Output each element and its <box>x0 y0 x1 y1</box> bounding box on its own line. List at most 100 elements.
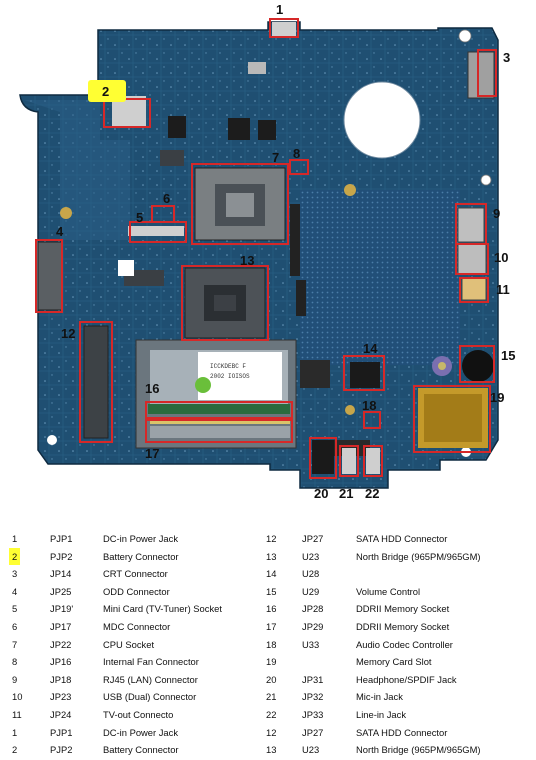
legend-number: 16 <box>266 603 277 615</box>
motherboard-diagram: ICCKDEBC F 2002 IOISOS <box>19 2 515 501</box>
callout-label-8: 8 <box>293 146 300 161</box>
legend-ref: JP31 <box>302 673 324 685</box>
legend-number: 17 <box>266 620 277 632</box>
legend-ref: JP27 <box>302 533 324 544</box>
legend-description: SATA HDD Connector <box>356 533 448 544</box>
legend-ref: U28 <box>302 568 320 580</box>
callout-box-16 <box>145 401 293 419</box>
callout-box-12 <box>79 321 113 443</box>
legend-ref: U29 <box>302 585 320 597</box>
callout-box-7 <box>191 163 289 245</box>
callout-box-8 <box>289 159 309 175</box>
legend-ref: JP18 <box>50 673 72 685</box>
legend-number: 8 <box>12 656 18 668</box>
callout-highlight-2 <box>88 80 126 102</box>
legend-description: Volume Control <box>356 585 421 597</box>
legend-number: 12 <box>266 726 277 738</box>
legend-description: North Bridge (965PM/965GM) <box>356 550 481 562</box>
legend-number: 19 <box>266 656 277 668</box>
legend-description: Line-in Jack <box>356 708 407 720</box>
legend-number: 18 <box>266 638 277 650</box>
legend-ref: JP16 <box>50 656 72 668</box>
callout-box-18 <box>363 411 381 429</box>
legend-number: 3 <box>12 568 18 580</box>
legend-description: Internal Fan Connector <box>103 656 199 668</box>
callout-box-6 <box>151 205 175 223</box>
legend-description: SATA HDD Connector <box>356 726 448 738</box>
legend-ref: JP19' <box>50 603 74 615</box>
legend-number: 1 <box>12 533 18 544</box>
legend-row: 3 JP14 CRT Connector 14 U28 <box>0 565 536 583</box>
legend-description: DC-in Power Jack <box>103 533 179 544</box>
legend-ref: U23 <box>302 744 320 756</box>
legend-description: CRT Connector <box>103 568 168 580</box>
legend-ref: JP14 <box>50 568 72 580</box>
legend-ref: U23 <box>302 550 320 562</box>
legend-description: Mic-in Jack <box>356 691 403 703</box>
legend-number: 7 <box>12 638 18 650</box>
legend-number: 13 <box>266 744 277 756</box>
legend-ref: JP33 <box>302 708 324 720</box>
legend-description: MDC Connector <box>103 620 171 632</box>
legend-ref: JP25 <box>50 585 72 597</box>
callout-box-2 <box>103 98 151 128</box>
legend-ref: JP28 <box>302 603 324 615</box>
callout-box-3 <box>477 49 497 97</box>
callout-label-1: 1 <box>276 2 283 17</box>
legend-description: DC-in Power Jack <box>103 726 179 738</box>
svg-text:ICCKDEBC F: ICCKDEBC F <box>210 363 246 370</box>
callout-box-21 <box>339 445 359 477</box>
legend-number: 2 <box>12 744 18 756</box>
legend-description: North Bridge (965PM/965GM) <box>356 744 481 756</box>
legend-number: 5 <box>12 603 18 615</box>
legend-ref: JP27 <box>302 726 324 738</box>
legend-number: 1 <box>12 726 18 738</box>
legend-description: Audio Codec Controller <box>356 638 453 650</box>
callout-label-10: 10 <box>494 250 508 265</box>
callout-label-14: 14 <box>363 341 378 356</box>
callout-label-19: 19 <box>490 390 504 405</box>
callout-label-22: 22 <box>365 486 379 501</box>
legend-description: Memory Card Slot <box>356 656 432 668</box>
legend-ref: PJP2 <box>50 550 73 562</box>
callout-label-20: 20 <box>314 486 328 501</box>
legend-ref: PJP2 <box>50 744 73 756</box>
legend-ref: JP29 <box>302 620 324 632</box>
fan-mount-hole <box>343 81 421 159</box>
svg-text:2002 IOISOS: 2002 IOISOS <box>210 373 250 380</box>
callout-box-13 <box>181 265 269 341</box>
legend-description: CPU Socket <box>103 638 155 650</box>
callout-label-18: 18 <box>362 398 376 413</box>
legend-description: RJ45 (LAN) Connector <box>103 673 198 685</box>
callout-label-21: 21 <box>339 486 353 501</box>
legend-number: 13 <box>266 550 277 562</box>
legend-number: 2 <box>9 547 21 566</box>
callout-box-20 <box>309 437 337 479</box>
legend-ref: JP22 <box>50 638 72 650</box>
legend-description: TV-out Connecto <box>103 708 174 720</box>
legend-row: 8 JP16 Internal Fan Connector 19 Memory Card… <box>0 653 536 671</box>
legend-ref: JP24 <box>50 708 72 720</box>
callout-label-16: 16 <box>145 381 159 396</box>
callout-label-13: 13 <box>240 253 254 268</box>
callout-label-4: 4 <box>56 224 64 239</box>
legend-number: 14 <box>266 568 277 580</box>
legend-description: ODD Connector <box>103 585 170 597</box>
callout-label-15: 15 <box>501 348 515 363</box>
callout-box-4 <box>35 239 63 313</box>
callout-label-12: 12 <box>61 326 75 341</box>
legend-description: Mini Card (TV-Tuner) Socket <box>103 603 222 615</box>
legend-number: 21 <box>266 691 277 703</box>
legend-description: Headphone/SPDIF Jack <box>356 673 457 685</box>
callout-label-9: 9 <box>493 206 500 221</box>
legend-ref: PJP1 <box>50 533 73 544</box>
callout-box-11 <box>459 277 489 303</box>
callout-box-22 <box>363 445 383 477</box>
